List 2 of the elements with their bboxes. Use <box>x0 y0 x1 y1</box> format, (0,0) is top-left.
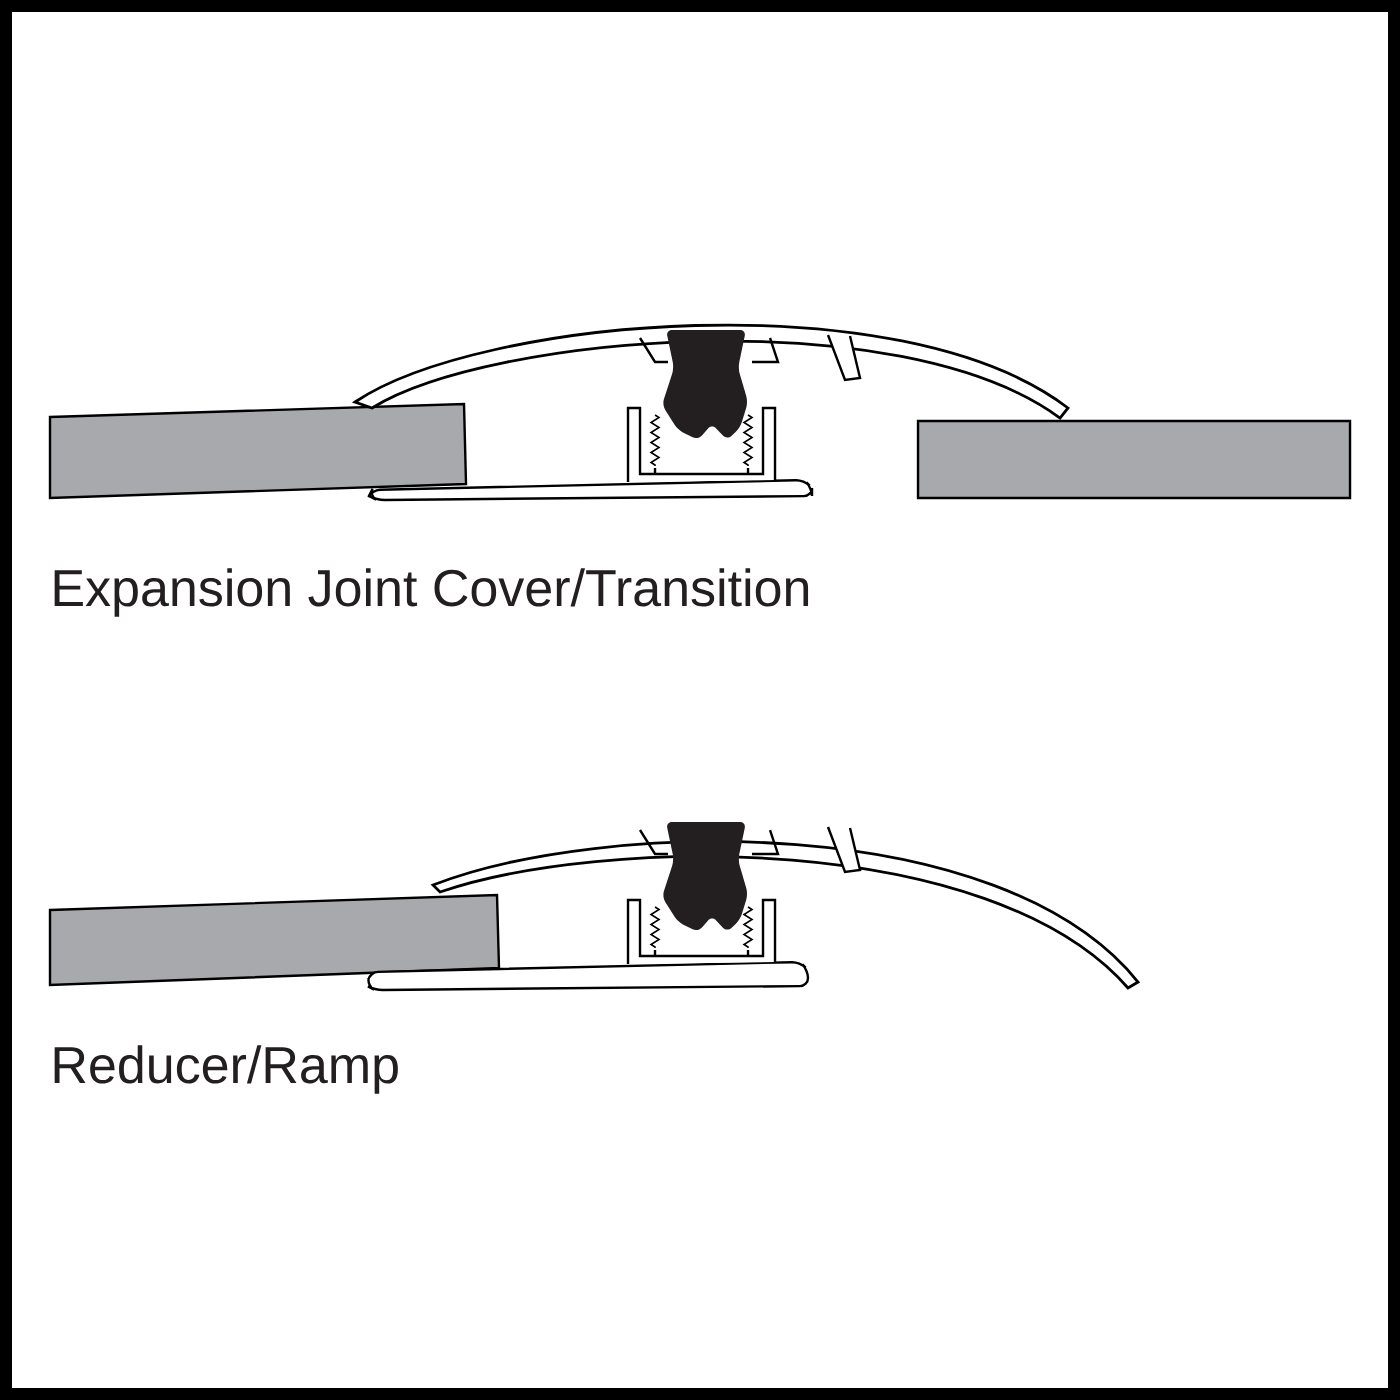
section-caption: Expansion Joint Cover/Transition <box>54 568 809 617</box>
section-caption: Reducer/Ramp <box>54 1045 398 1094</box>
